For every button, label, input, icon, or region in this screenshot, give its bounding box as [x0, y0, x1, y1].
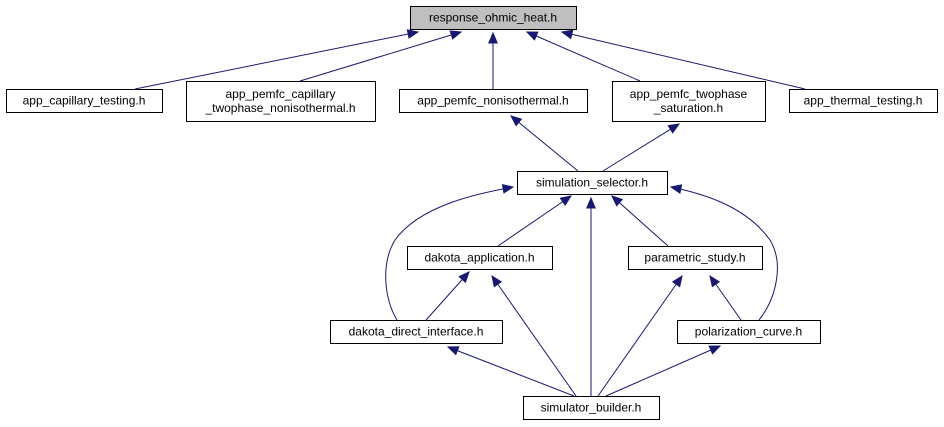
node-polarization-curve[interactable]: polarization_curve.h	[677, 320, 821, 344]
node-label: app_pemfc_capillary	[225, 87, 335, 101]
node-app-capillary-testing[interactable]: app_capillary_testing.h	[6, 89, 163, 113]
edge-arrowhead	[458, 271, 470, 284]
edge-arrowhead	[671, 274, 683, 288]
nodes-layer: response_ohmic_heat.h app_capillary_testi…	[6, 6, 938, 420]
node-box[interactable]	[410, 6, 577, 30]
edge-arrowhead	[667, 123, 681, 134]
edge-simulator_builder-to-dakota_application	[491, 274, 577, 397]
node-label: simulation_selector.h	[536, 176, 648, 190]
node-label: response_ohmic_heat.h	[429, 11, 557, 25]
edge-line	[561, 31, 806, 90]
edge-simulator_builder-to-simulation_selector	[586, 196, 596, 396]
edge-arrowhead	[510, 115, 523, 127]
edge-line	[425, 271, 470, 321]
node-box[interactable]	[6, 89, 163, 113]
edge-arrowhead	[491, 274, 503, 288]
node-box[interactable]	[407, 246, 553, 270]
node-label: _twophase_nonisothermal.h	[204, 101, 355, 115]
edge-arrowhead	[586, 196, 596, 209]
edge-line	[497, 195, 572, 247]
node-label: app_capillary_testing.h	[23, 94, 146, 108]
edge-arrowhead	[709, 274, 721, 288]
edge-app_pemfc_capillary-to-response_ohmic_heat	[299, 30, 463, 82]
edge-line	[526, 31, 641, 82]
edge-dakota_application-to-simulation_selector	[497, 195, 573, 247]
edge-arrowhead	[708, 345, 722, 355]
edge-simulation_selector-to-app_pemfc_twophase	[602, 123, 681, 172]
node-label: dakota_application.h	[424, 251, 534, 265]
edge-app_capillary_testing-to-response_ohmic_heat	[134, 29, 420, 90]
node-box[interactable]	[523, 396, 660, 420]
node-simulation-selector[interactable]: simulation_selector.h	[517, 171, 668, 195]
edge-app_pemfc_twophase-to-response_ohmic_heat	[525, 31, 641, 82]
node-dakota-direct-interface[interactable]: dakota_direct_interface.h	[330, 320, 503, 344]
edge-arrowhead	[611, 195, 624, 207]
node-box[interactable]	[399, 89, 588, 113]
edge-arrowhead	[669, 184, 683, 194]
edge-arrowhead	[559, 195, 573, 207]
edge-line	[670, 186, 778, 321]
node-app-thermal-testing[interactable]: app_thermal_testing.h	[789, 89, 938, 113]
node-app-pemfc-nonisothermal[interactable]: app_pemfc_nonisothermal.h	[399, 89, 588, 113]
edge-line	[447, 346, 575, 397]
edge-simulation_selector-to-app_pemfc_nonisothermal	[510, 115, 579, 172]
edge-app_pemfc_nonisothermal-to-response_ohmic_heat	[488, 31, 498, 89]
edge-line	[299, 31, 462, 82]
node-box[interactable]	[628, 246, 763, 270]
edge-line	[602, 123, 680, 172]
edge-line	[385, 186, 514, 321]
edge-arrowhead	[560, 29, 574, 40]
edge-parametric_study-to-simulation_selector	[611, 195, 669, 247]
edge-line	[605, 345, 721, 397]
node-box[interactable]	[612, 81, 766, 122]
node-parametric-study[interactable]: parametric_study.h	[628, 246, 763, 270]
node-box[interactable]	[677, 320, 821, 344]
node-box[interactable]	[789, 89, 938, 113]
edge-dakota_direct_interface-to-simulation_selector	[385, 184, 515, 321]
node-label: _saturation.h	[653, 101, 723, 115]
edge-polarization_curve-to-simulation_selector	[669, 184, 778, 321]
edge-app_thermal_testing-to-response_ohmic_heat	[560, 29, 806, 90]
edge-arrowhead	[446, 346, 460, 356]
edge-simulator_builder-to-dakota_direct_interface	[446, 346, 575, 397]
edge-arrowhead	[525, 31, 539, 41]
node-label: app_thermal_testing.h	[804, 94, 923, 108]
node-box[interactable]	[186, 81, 376, 122]
edge-arrowhead	[406, 29, 420, 39]
node-label: simulator_builder.h	[541, 401, 642, 415]
node-label: polarization_curve.h	[695, 325, 802, 339]
node-label: parametric_study.h	[644, 251, 745, 265]
node-simulator-builder[interactable]: simulator_builder.h	[523, 396, 660, 420]
node-label: app_pemfc_nonisothermal.h	[417, 94, 568, 108]
node-box[interactable]	[517, 171, 668, 195]
edge-simulator_builder-to-parametric_study	[597, 274, 683, 397]
edge-arrowhead	[488, 31, 498, 44]
edge-arrowhead	[449, 30, 463, 40]
edges-layer	[134, 29, 806, 397]
node-dakota-application[interactable]: dakota_application.h	[407, 246, 553, 270]
node-label: app_pemfc_twophase	[630, 87, 748, 101]
edge-line	[611, 195, 669, 247]
edge-dakota_direct_interface-to-dakota_application	[425, 271, 470, 321]
node-response-ohmic-heat[interactable]: response_ohmic_heat.h	[410, 6, 577, 30]
node-box[interactable]	[330, 320, 503, 344]
edge-polarization_curve-to-parametric_study	[709, 274, 742, 321]
node-app-pemfc-capillary[interactable]: app_pemfc_capillary_twophase_nonisotherm…	[186, 81, 376, 122]
edge-arrowhead	[501, 184, 515, 194]
edge-simulator_builder-to-polarization_curve	[605, 345, 722, 397]
edge-line	[510, 115, 579, 172]
edge-line	[134, 31, 419, 90]
node-label: dakota_direct_interface.h	[349, 325, 484, 339]
edge-line	[491, 275, 577, 397]
node-app-pemfc-twophase[interactable]: app_pemfc_twophase_saturation.h	[612, 81, 766, 122]
edge-line	[597, 275, 683, 397]
